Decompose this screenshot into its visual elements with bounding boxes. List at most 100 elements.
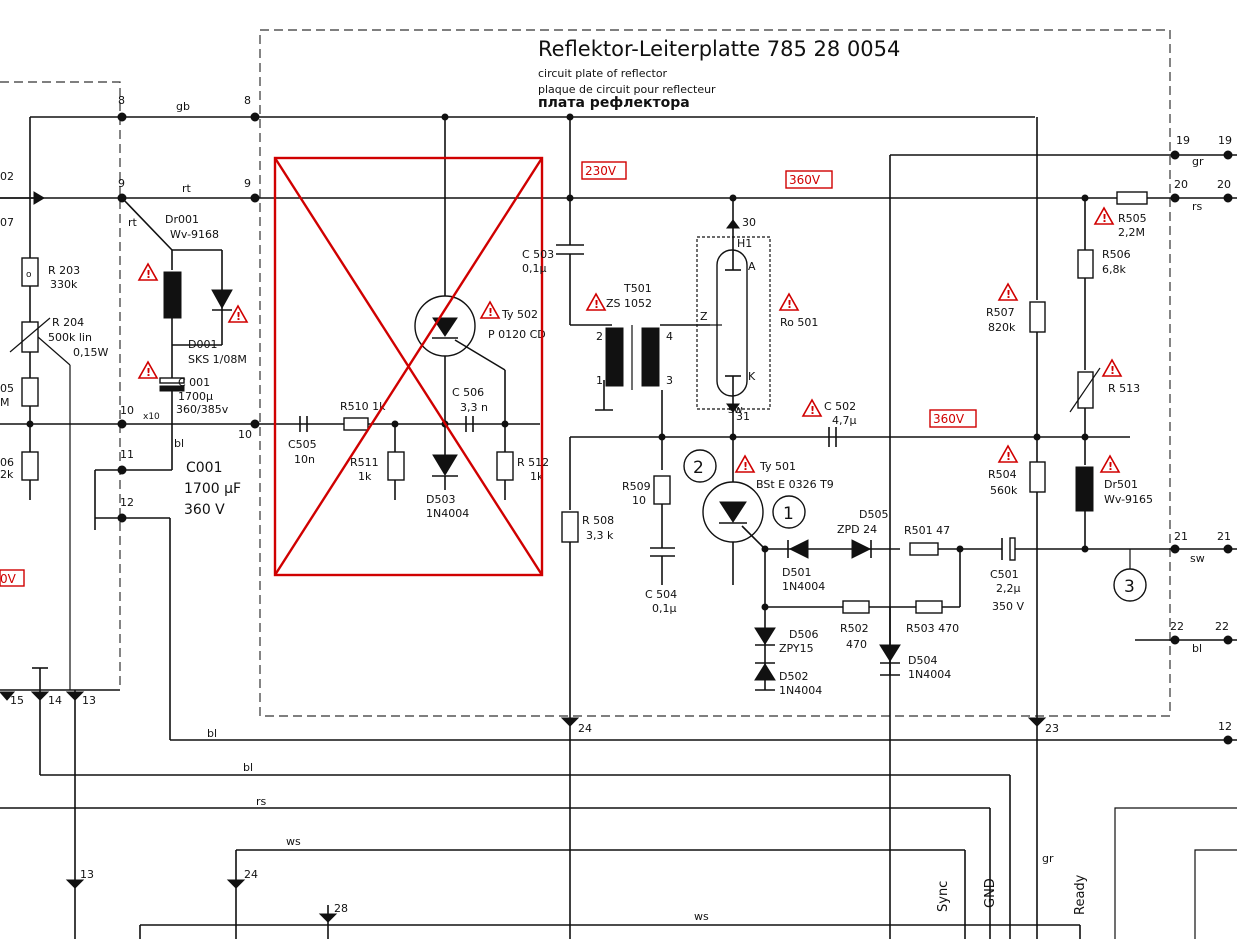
- svg-text:R505: R505: [1118, 212, 1147, 225]
- svg-text:30: 30: [742, 216, 756, 229]
- svg-text:R502: R502: [840, 622, 869, 635]
- svg-text:820k: 820k: [988, 321, 1016, 334]
- wire-gr: gr: [1192, 155, 1204, 168]
- svg-text:!: !: [787, 298, 792, 311]
- svg-text:6,8k: 6,8k: [1102, 263, 1126, 276]
- svg-text:R507: R507: [986, 306, 1015, 319]
- svg-text:Dr501: Dr501: [1104, 478, 1138, 491]
- warning-icon: !: [479, 300, 501, 319]
- svg-text:1: 1: [783, 504, 794, 524]
- svg-text:SKS 1/08M: SKS 1/08M: [188, 353, 247, 366]
- svg-text:1N4004: 1N4004: [426, 507, 469, 520]
- svg-text:Ty 502: Ty 502: [501, 308, 538, 321]
- svg-text:1N4004: 1N4004: [908, 668, 951, 681]
- resistor-r206: [21, 451, 39, 481]
- svg-text:R506: R506: [1102, 248, 1131, 261]
- pin-07: 07: [0, 216, 14, 229]
- ignition-section: 2 1 4 3 C 503 0,1μ T501 ZS 1052 R509 10 …: [522, 117, 818, 939]
- warning-icon: !: [227, 304, 249, 323]
- svg-text:ZPD 24: ZPD 24: [837, 523, 877, 536]
- svg-text:ZPY15: ZPY15: [779, 642, 814, 655]
- svg-text:R 204: R 204: [52, 316, 84, 329]
- svg-text:BSt E 0326 T9: BSt E 0326 T9: [756, 478, 834, 491]
- warning-icon: !: [1099, 454, 1121, 473]
- svg-text:D506: D506: [789, 628, 818, 641]
- warning-icon: !: [137, 360, 159, 379]
- wire-rs: rs: [1192, 200, 1203, 213]
- svg-text:Dr001: Dr001: [165, 213, 199, 226]
- svg-text:!: !: [236, 310, 241, 323]
- title-english: circuit plate of reflector: [538, 67, 668, 80]
- svg-text:R511: R511: [350, 456, 379, 469]
- terminal-markers: [26, 112, 1233, 745]
- resistor-r508: [561, 511, 579, 543]
- wire-bl-bottom1: bl: [207, 727, 217, 740]
- resistor-r510: [343, 417, 369, 431]
- left-module-outline: [0, 81, 121, 690]
- svg-text:0,15W: 0,15W: [73, 346, 108, 359]
- svg-text:28: 28: [334, 902, 348, 915]
- svg-text:R503 470: R503 470: [906, 622, 959, 635]
- svg-text:T501: T501: [623, 282, 652, 295]
- resistor-r503: [915, 600, 943, 614]
- svg-text:P 0120 CD: P 0120 CD: [488, 328, 546, 341]
- svg-text:Ty 501: Ty 501: [759, 460, 796, 473]
- pin-02: 02: [0, 170, 14, 183]
- resistor-r506: [1077, 249, 1094, 279]
- zener-d505: [851, 539, 872, 559]
- voltage-left: 0V: [0, 572, 17, 586]
- zener-d506: [754, 627, 776, 645]
- svg-text:14: 14: [48, 694, 62, 707]
- wire-bl-right: bl: [1192, 642, 1202, 655]
- pin-21-left: 21: [1174, 530, 1188, 543]
- svg-text:C 504: C 504: [645, 588, 677, 601]
- crossed-out-mark: [273, 156, 544, 577]
- svg-text:10: 10: [632, 494, 646, 507]
- svg-text:3,3 n: 3,3 n: [460, 401, 488, 414]
- choke-dr001: [163, 271, 182, 319]
- pin-20-left: 20: [1174, 178, 1188, 191]
- pin-10-right: 10: [238, 428, 252, 441]
- pin-12-right: 12: [1218, 720, 1232, 733]
- svg-text:R 513: R 513: [1108, 382, 1140, 395]
- warning-icon: !: [801, 398, 823, 417]
- warning-icon: !: [997, 282, 1019, 301]
- svg-text:R 203: R 203: [48, 264, 80, 277]
- svg-text:ZS 1052: ZS 1052: [606, 297, 652, 310]
- svg-text:500k lin: 500k lin: [48, 331, 92, 344]
- wire-x10: x10: [143, 412, 160, 422]
- svg-text:2,2M: 2,2M: [1118, 226, 1145, 239]
- svg-text:0,1μ: 0,1μ: [652, 602, 677, 615]
- svg-text:!: !: [743, 460, 748, 473]
- svg-text:!: !: [1102, 212, 1107, 225]
- svg-text:350 V: 350 V: [992, 600, 1024, 613]
- resistor-r504: [1029, 461, 1046, 493]
- resistor-r507: [1029, 301, 1046, 333]
- svg-text:D001: D001: [188, 338, 217, 351]
- svg-text:!: !: [1110, 364, 1115, 377]
- svg-text:C505: C505: [288, 438, 317, 451]
- resistor-r512: [496, 451, 514, 481]
- svg-text:C 506: C 506: [452, 386, 484, 399]
- svg-text:2,2μ: 2,2μ: [996, 582, 1021, 595]
- svg-text:!: !: [146, 268, 151, 281]
- pin-05: 05: [0, 382, 14, 395]
- wire-sw: sw: [1190, 552, 1205, 565]
- diode-d502: [754, 663, 776, 681]
- svg-text:3: 3: [666, 374, 673, 387]
- c001-note-capacitance: 1700 μF: [184, 481, 241, 497]
- svg-text:2k: 2k: [0, 468, 14, 481]
- switching-section: 2 1 3 Ty 501 BSt E 0326 T9 D505 ZPD 24 R…: [683, 398, 1147, 697]
- svg-text:3: 3: [1124, 577, 1135, 597]
- potentiometer-r204: [21, 321, 39, 353]
- svg-text:D503: D503: [426, 493, 455, 506]
- svg-text:R 512: R 512: [517, 456, 549, 469]
- resistor-r501: [909, 542, 939, 556]
- svg-text:R510 1k: R510 1k: [340, 400, 386, 413]
- wire-ws-1: ws: [286, 835, 301, 848]
- pin-10-left: 10: [120, 404, 134, 417]
- svg-text:24: 24: [578, 722, 592, 735]
- svg-text:o: o: [26, 270, 32, 280]
- wire-gb: gb: [176, 100, 190, 113]
